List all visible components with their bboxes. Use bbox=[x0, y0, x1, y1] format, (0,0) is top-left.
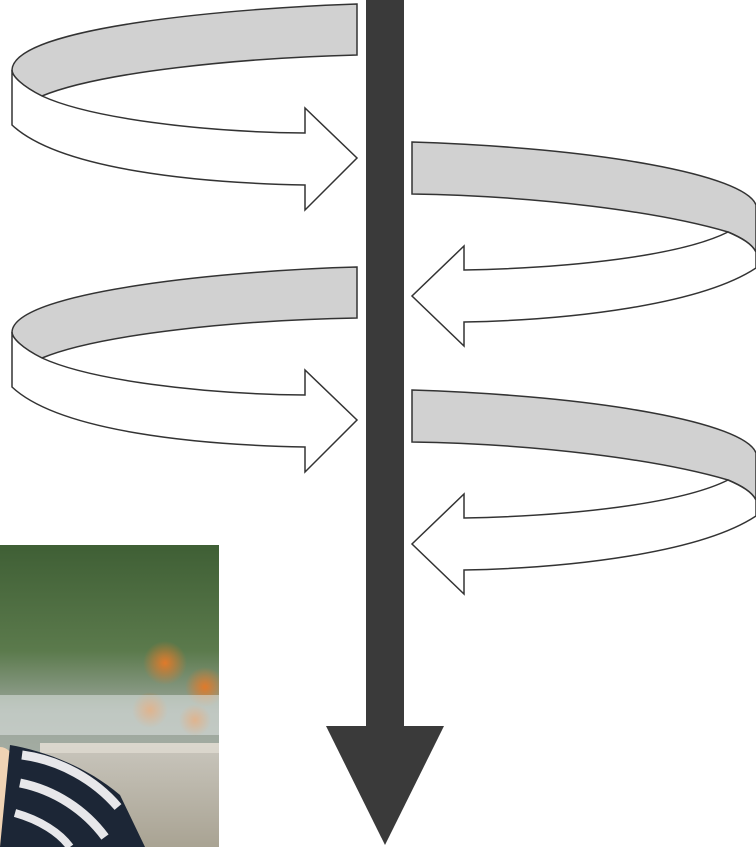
loop-1-front-band-arrow bbox=[12, 70, 357, 210]
loop-4-front-band-arrow bbox=[412, 480, 756, 594]
loop-1-back-band bbox=[12, 4, 357, 96]
loop-3-front-band-arrow bbox=[12, 332, 357, 472]
spiral-loop-1-left bbox=[12, 4, 357, 210]
axis-arrowhead bbox=[326, 726, 444, 845]
child-portrait-photo bbox=[0, 545, 219, 847]
spiral-loop-4-right bbox=[412, 390, 756, 594]
loop-3-back-band bbox=[12, 267, 357, 358]
loop-4-back-band bbox=[412, 390, 756, 500]
spiral-loop-2-right bbox=[412, 142, 756, 346]
loop-2-back-band bbox=[412, 142, 756, 252]
spiral-loop-3-left bbox=[12, 267, 357, 472]
loop-2-front-band-arrow bbox=[412, 232, 756, 346]
axis-shaft bbox=[366, 0, 404, 730]
